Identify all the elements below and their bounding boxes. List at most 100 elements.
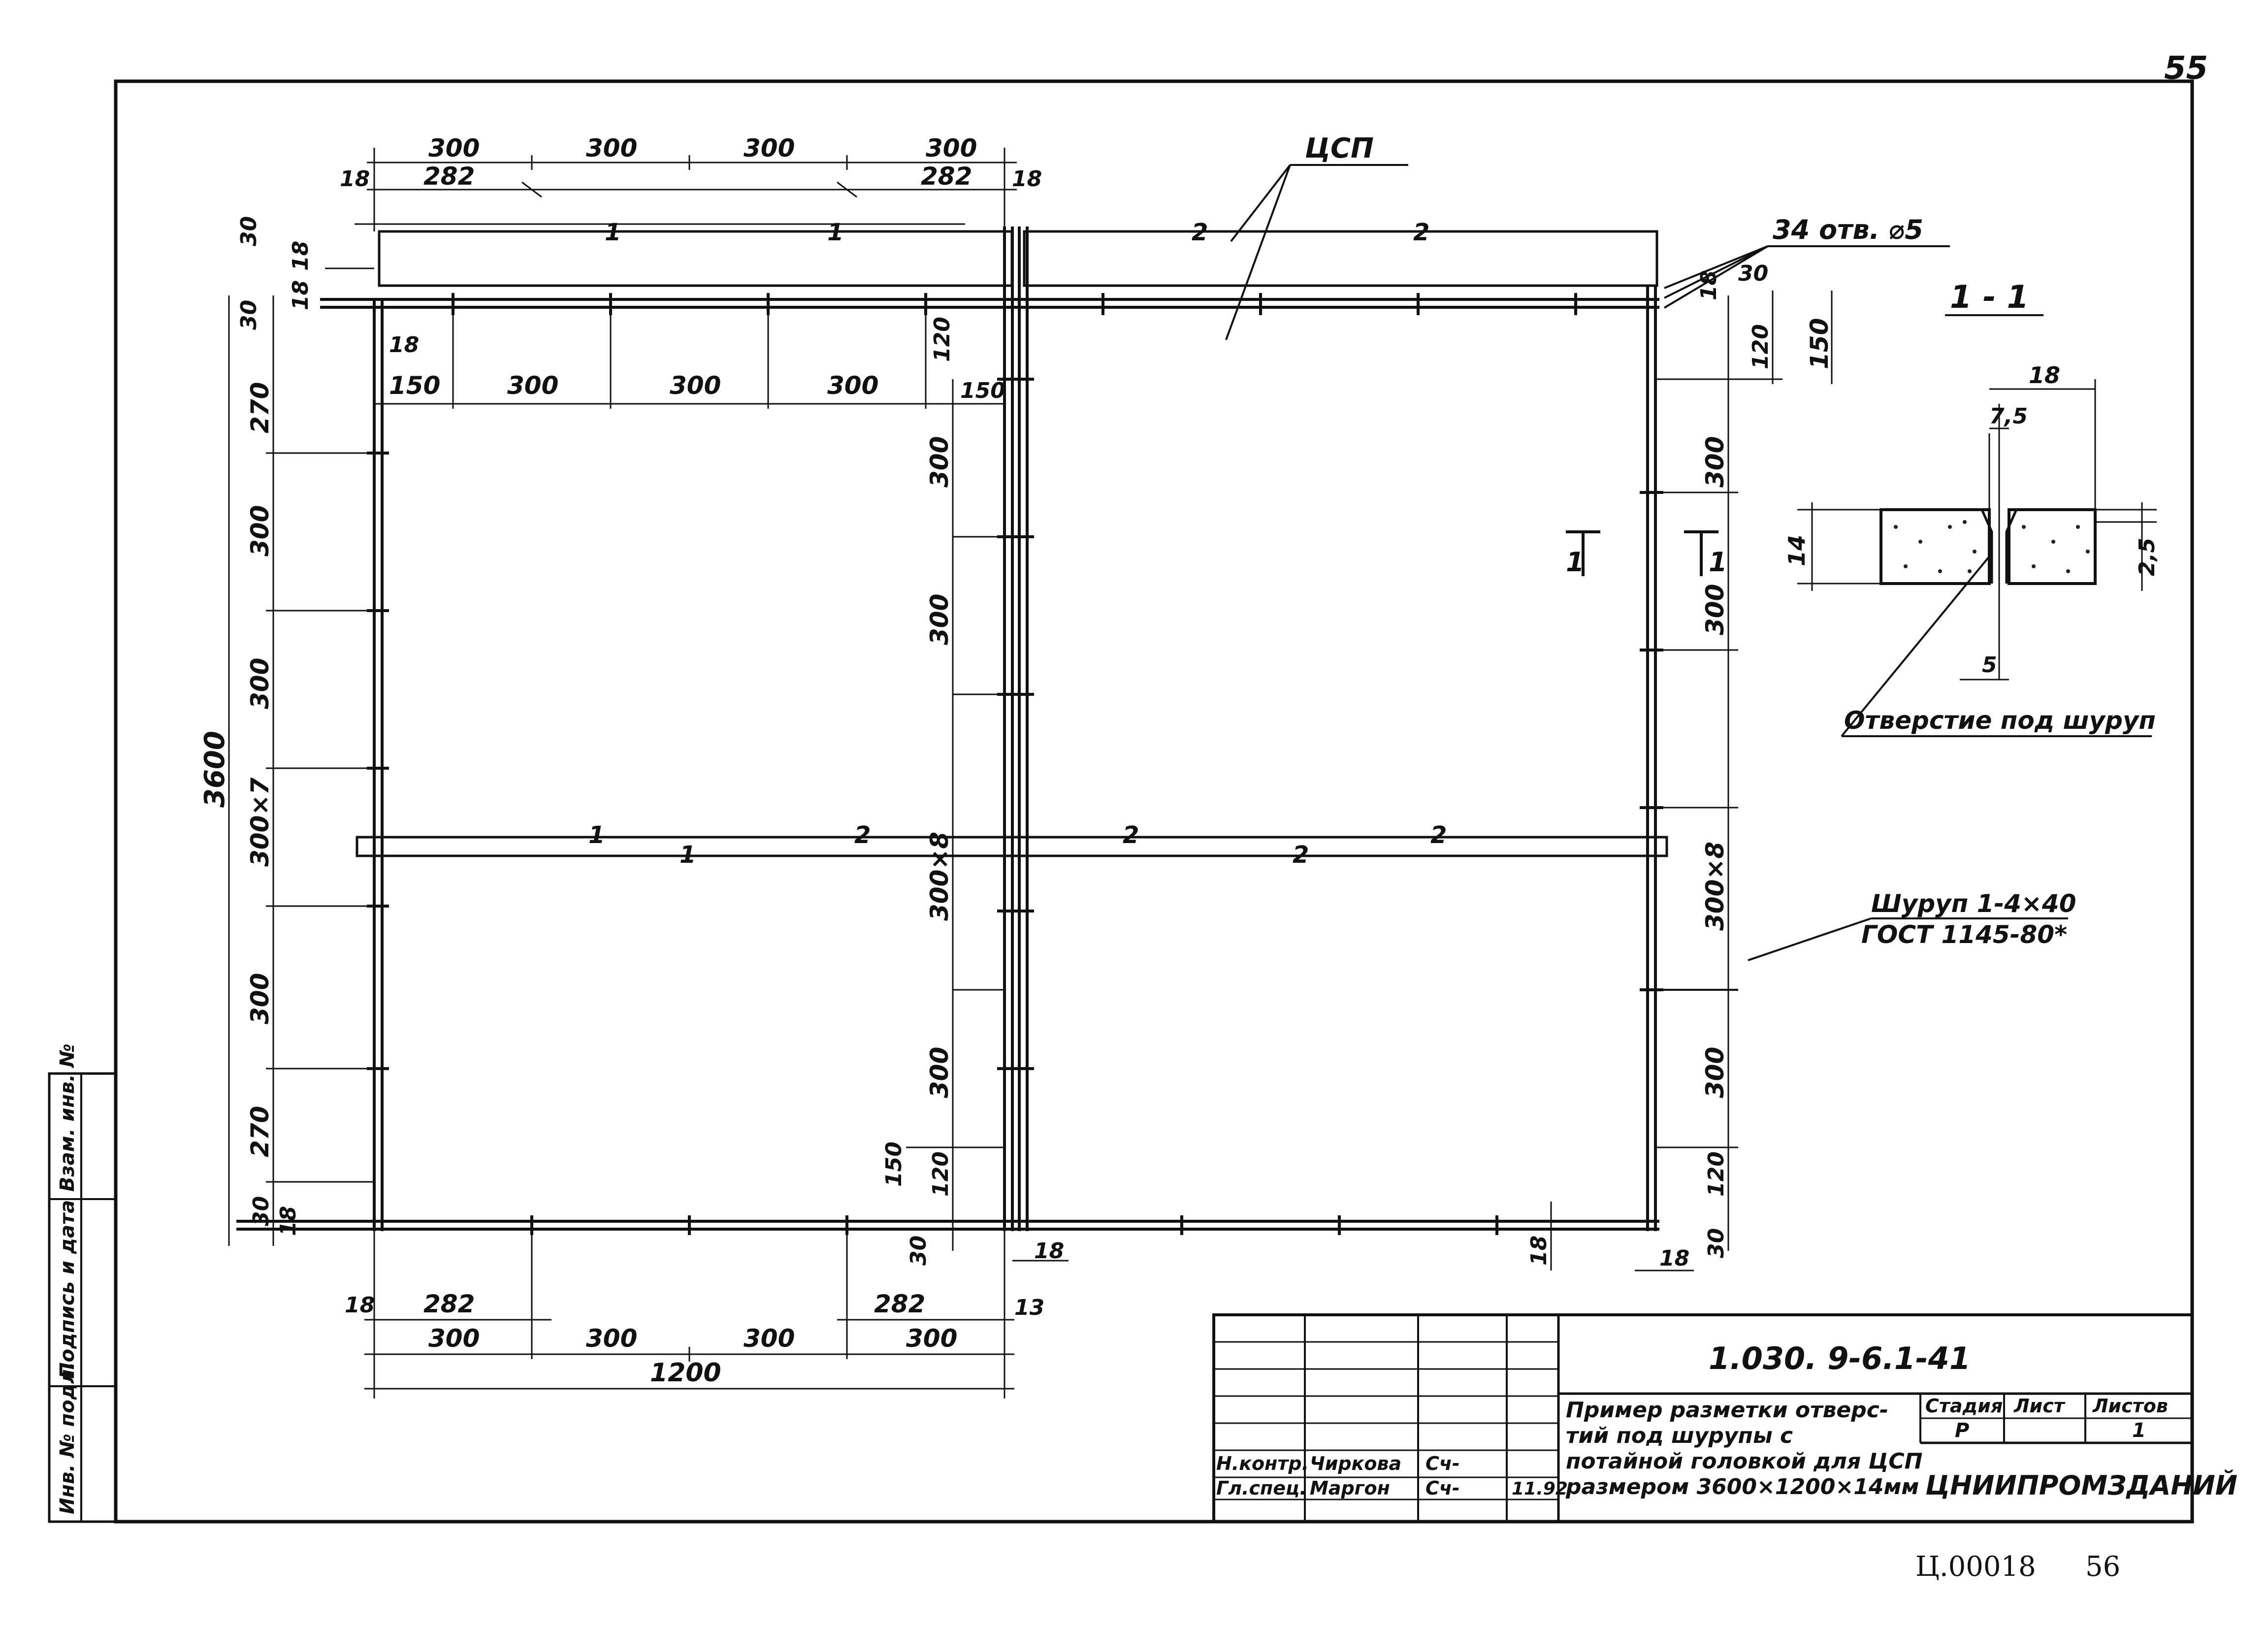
svg-text:300: 300 xyxy=(1701,436,1729,488)
bottom-dimension-texts: 18 18 18 18 18 13 282 282 300 300 300 30… xyxy=(276,1206,1689,1388)
svg-text:Отверстие под шуруп: Отверстие под шуруп xyxy=(1844,706,2156,735)
svg-text:2: 2 xyxy=(1293,841,1309,869)
page-number-bottom: 56 xyxy=(2085,1551,2120,1583)
svg-text:Шуруп 1-4×40: Шуруп 1-4×40 xyxy=(1871,889,2076,918)
svg-text:300: 300 xyxy=(744,1324,795,1353)
archive-code: Ц.00018 xyxy=(1915,1551,2036,1583)
svg-text:ГОСТ 1145-80*: ГОСТ 1145-80* xyxy=(1861,920,2067,949)
svg-text:1200: 1200 xyxy=(650,1358,721,1388)
top-strip-breaks: 1 1 2 2 xyxy=(605,219,1429,246)
svg-text:1: 1 xyxy=(605,219,621,246)
leader-texts: ЦСП 34 отв. ⌀5 Шуруп 1-4×40 ГОСТ 1145-80… xyxy=(1305,132,2076,949)
top-dimension-texts: 300 300 300 300 282 282 18 18 30 18 30 1… xyxy=(236,134,1042,330)
svg-text:Инв. № подл.: Инв. № подл. xyxy=(56,1362,79,1514)
svg-text:150: 150 xyxy=(1805,318,1834,369)
svg-text:1: 1 xyxy=(680,841,696,869)
svg-text:18: 18 xyxy=(288,241,313,271)
svg-text:150: 150 xyxy=(960,378,1005,403)
svg-text:270: 270 xyxy=(246,1106,274,1157)
left-dimension-texts: 270 300 300 300×7 300 270 30 3600 xyxy=(199,382,274,1226)
svg-text:300: 300 xyxy=(428,134,480,163)
svg-text:Стадия: Стадия xyxy=(1925,1395,2003,1417)
svg-text:120: 120 xyxy=(1748,324,1773,369)
svg-text:120: 120 xyxy=(928,1151,953,1197)
svg-text:300: 300 xyxy=(586,134,637,163)
svg-text:ЦНИИПРОМЗДАНИЙ: ЦНИИПРОМЗДАНИЙ xyxy=(1925,1470,2237,1501)
svg-text:1: 1 xyxy=(1709,547,1727,578)
svg-text:30: 30 xyxy=(1738,261,1768,286)
leader-lines xyxy=(1225,164,2068,991)
screw-marks xyxy=(367,293,1663,1235)
svg-text:300: 300 xyxy=(507,371,558,400)
svg-text:150: 150 xyxy=(389,371,440,400)
svg-text:Подпись и дата: Подпись и дата xyxy=(56,1200,79,1379)
svg-text:300×8: 300×8 xyxy=(925,832,954,921)
svg-text:18: 18 xyxy=(1659,1246,1689,1271)
page-number-top: 55 xyxy=(2164,50,2208,87)
bottom-dimension-lines xyxy=(364,1202,1694,1399)
frame-rails xyxy=(236,227,1659,1231)
svg-text:18: 18 xyxy=(2029,362,2060,389)
left-dimension-lines xyxy=(228,295,374,1246)
side-stamp: Инв. № подл. Подпись и дата Взам. инв. № xyxy=(48,1043,117,1523)
middle-batten-breaks: 1 1 2 2 2 2 xyxy=(588,821,1447,869)
svg-text:300: 300 xyxy=(925,594,954,645)
svg-text:1: 1 xyxy=(1566,547,1585,578)
svg-text:7,5: 7,5 xyxy=(1989,404,2028,429)
right-dimension-texts: 30 120 150 18 300 300 300×8 300 120 30 xyxy=(1696,261,1834,1258)
svg-text:300: 300 xyxy=(926,134,977,163)
svg-text:300×8: 300×8 xyxy=(1701,842,1729,931)
svg-text:300: 300 xyxy=(1701,1047,1729,1098)
middle-batten xyxy=(356,836,1668,857)
svg-text:2: 2 xyxy=(1123,821,1139,849)
svg-text:2,5: 2,5 xyxy=(2135,538,2160,576)
svg-text:18: 18 xyxy=(1012,166,1042,192)
top-dimension-lines xyxy=(325,148,1017,269)
svg-text:размером 3600×1200×14мм: размером 3600×1200×14мм xyxy=(1565,1474,1919,1499)
svg-text:18: 18 xyxy=(389,332,419,358)
svg-text:1: 1 xyxy=(827,219,843,246)
svg-text:2: 2 xyxy=(1413,219,1429,246)
svg-text:1: 1 xyxy=(2132,1419,2146,1442)
sheet-frame xyxy=(114,79,2194,1524)
svg-text:2: 2 xyxy=(1192,219,1208,246)
svg-text:150: 150 xyxy=(881,1141,907,1187)
center-dimension-texts: 300 300 300×8 300 120 150 30 xyxy=(881,436,954,1266)
svg-text:300: 300 xyxy=(1701,584,1729,635)
svg-text:300: 300 xyxy=(744,134,795,163)
svg-text:5: 5 xyxy=(1982,652,1997,678)
svg-text:Чиркова: Чиркова xyxy=(1310,1453,1401,1474)
svg-text:282: 282 xyxy=(921,162,972,191)
svg-text:30: 30 xyxy=(906,1236,931,1266)
svg-text:14: 14 xyxy=(1783,535,1810,566)
svg-text:30: 30 xyxy=(249,1196,274,1226)
svg-text:18: 18 xyxy=(340,166,370,192)
svg-text:34 отв. ⌀5: 34 отв. ⌀5 xyxy=(1773,214,1923,245)
svg-text:Сч-: Сч- xyxy=(1426,1453,1460,1474)
svg-text:300: 300 xyxy=(246,658,274,709)
center-dimension-lines xyxy=(906,379,1004,1251)
svg-text:Маргон: Маргон xyxy=(1310,1477,1390,1499)
svg-text:30: 30 xyxy=(236,300,261,330)
svg-text:1: 1 xyxy=(588,821,605,849)
svg-text:120: 120 xyxy=(1704,1151,1729,1197)
title-block: 1.030. 9-6.1-41 Пример разметки отверс- … xyxy=(1212,1313,2237,1523)
svg-text:300: 300 xyxy=(586,1324,637,1353)
svg-text:18: 18 xyxy=(276,1206,301,1236)
section-cut-marks: 1 1 xyxy=(1566,530,1727,578)
svg-text:Лист: Лист xyxy=(2013,1395,2066,1417)
svg-text:300: 300 xyxy=(246,973,274,1024)
svg-text:282: 282 xyxy=(423,1290,475,1318)
svg-text:Сч-: Сч- xyxy=(1426,1477,1460,1499)
svg-text:30: 30 xyxy=(236,216,261,246)
svg-text:282: 282 xyxy=(874,1290,925,1318)
svg-text:270: 270 xyxy=(246,382,274,433)
inner-row-dimension: 18 150 300 300 300 150 120 xyxy=(374,300,1005,409)
svg-text:2: 2 xyxy=(854,821,871,849)
svg-text:300: 300 xyxy=(925,1047,954,1098)
svg-text:120: 120 xyxy=(930,317,955,362)
svg-text:Листов: Листов xyxy=(2092,1395,2168,1417)
svg-text:Н.контр.: Н.контр. xyxy=(1216,1453,1309,1474)
svg-text:18: 18 xyxy=(288,280,313,310)
